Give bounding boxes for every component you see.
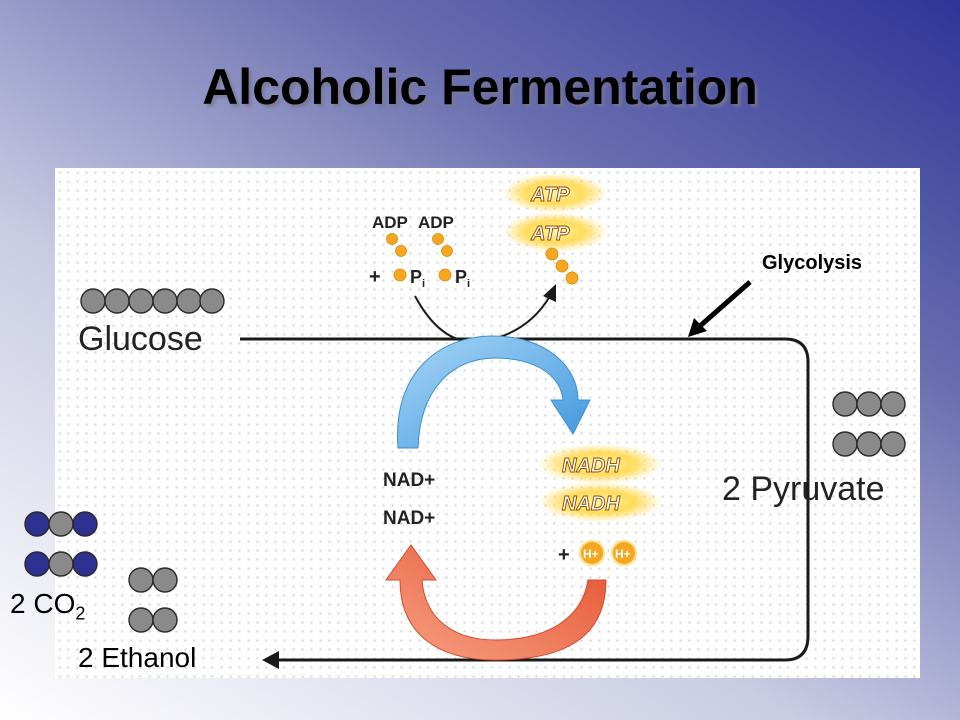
atp-label: ATP <box>530 223 570 245</box>
adp-phosphate-bead <box>386 233 398 245</box>
co2-molecules <box>24 511 98 577</box>
adp-atp-arrow <box>414 295 551 344</box>
adp-phosphates <box>386 233 453 257</box>
h-plus-label: H+ <box>615 547 631 561</box>
glucose-carbon <box>152 288 178 314</box>
glucose-carbon <box>176 288 202 314</box>
pi-bead <box>438 268 452 282</box>
atp-phosphates <box>545 247 579 285</box>
nadh-glow <box>538 482 662 522</box>
pyruvate-carbon <box>856 391 882 417</box>
pi-subscript: i <box>422 278 425 290</box>
co2-oxygen <box>72 551 98 577</box>
pi-bead <box>393 268 407 282</box>
pi-symbol: P <box>410 267 422 287</box>
pi-symbol: P <box>455 267 467 287</box>
adp-label: ADP <box>372 213 408 232</box>
nad-plus-label: NAD+ <box>383 508 435 529</box>
nadh-label: NADH <box>562 493 620 515</box>
atp-glow <box>503 212 607 252</box>
adp-label: ADP <box>418 213 454 232</box>
nadh-glow <box>538 444 662 484</box>
glucose-carbon <box>199 288 225 314</box>
h-plus-ion <box>611 540 637 566</box>
atp-phosphate-bead <box>545 247 559 261</box>
pathway-arrowhead <box>262 651 279 669</box>
pyruvate-label: 2 Pyruvate <box>722 470 885 508</box>
h-plus-label: H+ <box>583 547 599 561</box>
co2-label: 2 CO2 <box>10 588 85 625</box>
diagram-panel <box>55 168 920 678</box>
ethanol-carbon <box>152 607 178 633</box>
co2-carbon <box>48 551 74 577</box>
pi-subscript: i <box>467 278 470 290</box>
nad-plus-label: NAD+ <box>383 470 435 491</box>
atp-phosphate-bead <box>565 271 579 285</box>
co2-oxygen <box>24 511 50 537</box>
co2-label-text: 2 CO <box>10 588 76 619</box>
glycolysis-pointer-head <box>688 318 707 337</box>
adp-atp-arrowhead <box>543 284 556 302</box>
adp-phosphate-bead <box>432 233 444 245</box>
co2-carbon <box>48 511 74 537</box>
ethanol-label: 2 Ethanol <box>78 642 197 673</box>
glycolysis-label: Glycolysis <box>762 252 863 274</box>
atp-label: ATP <box>530 184 570 206</box>
pyruvate-carbon <box>832 391 858 417</box>
co2-oxygen <box>72 511 98 537</box>
h-plus-ion <box>579 540 605 566</box>
co2-oxygen <box>24 551 50 577</box>
glucose-label: Glucose <box>78 320 203 358</box>
adp-phosphate-bead <box>395 245 407 257</box>
glycolysis-pointer <box>698 280 752 328</box>
pyruvate-carbon <box>832 431 858 457</box>
ethanol-molecules <box>128 567 178 633</box>
adp-phosphate-bead <box>441 245 453 257</box>
ethanol-carbon <box>128 567 154 593</box>
co2-label-subscript: 2 <box>75 603 86 624</box>
pyruvate-carbon <box>856 431 882 457</box>
plus-sign: + <box>558 544 570 566</box>
nadh-label: NADH <box>562 455 620 477</box>
glucose-carbon <box>128 288 154 314</box>
slide-title: Alcoholic Fermentation <box>202 59 758 115</box>
pyruvate-carbon <box>880 431 906 457</box>
red-cycle-arrow <box>385 544 607 661</box>
atp-phosphate-bead <box>555 259 569 273</box>
ethanol-carbon <box>128 607 154 633</box>
blue-cycle-arrow <box>397 335 591 449</box>
glucose-carbon <box>80 288 106 314</box>
pyruvate-molecules <box>832 391 906 457</box>
ethanol-carbon <box>152 567 178 593</box>
glucose-carbon <box>104 288 130 314</box>
plus-sign: + <box>369 266 381 288</box>
glucose-molecule <box>80 288 225 314</box>
pathway-line <box>240 337 810 662</box>
atp-glow <box>503 173 607 213</box>
pyruvate-carbon <box>880 391 906 417</box>
